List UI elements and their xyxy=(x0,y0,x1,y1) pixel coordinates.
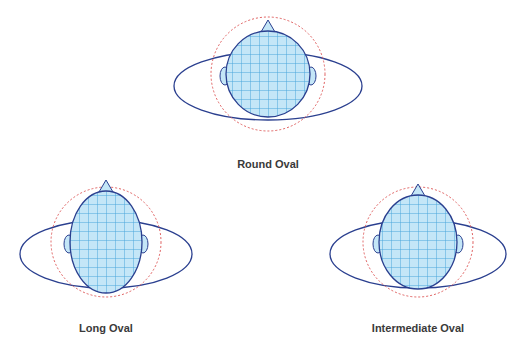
intermediate-oval-figure xyxy=(330,184,506,297)
shape-caption: Long Oval xyxy=(79,322,133,334)
round-oval-figure xyxy=(174,17,362,131)
nose xyxy=(411,184,425,196)
shape-caption: Intermediate Oval xyxy=(372,322,464,334)
nose xyxy=(261,20,275,32)
shape-caption: Round Oval xyxy=(237,158,299,170)
head-shape xyxy=(70,191,142,293)
long-oval-figure xyxy=(20,180,192,297)
nose xyxy=(99,180,113,192)
head-shape xyxy=(226,31,310,117)
head-shape xyxy=(379,195,457,289)
dotted-circle xyxy=(51,187,161,297)
dotted-circle xyxy=(211,17,325,131)
dotted-circle xyxy=(363,187,473,297)
